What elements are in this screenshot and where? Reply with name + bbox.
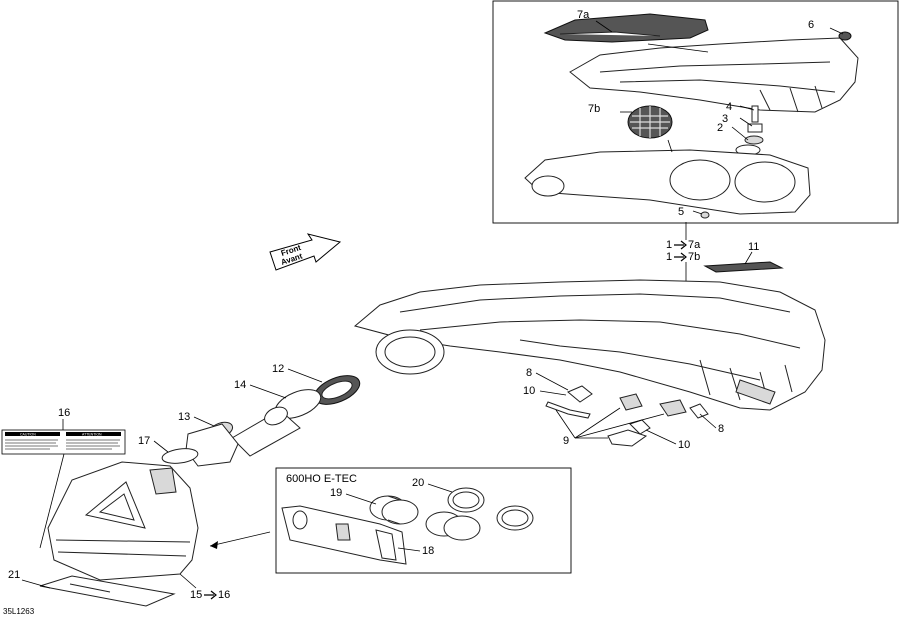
label-9: 9 bbox=[563, 435, 569, 447]
part-9-bracket-right bbox=[607, 399, 687, 447]
part-18-adapter-plate bbox=[281, 505, 407, 565]
label-17: 17 bbox=[138, 435, 150, 447]
svg-text:15: 15 bbox=[190, 589, 202, 601]
svg-text:16: 16 bbox=[218, 589, 230, 601]
label-7a: 7a bbox=[577, 9, 590, 21]
leaders-inset-bottom bbox=[345, 483, 453, 552]
label-12: 12 bbox=[272, 363, 284, 375]
part-17-ring bbox=[161, 448, 199, 464]
label-4: 4 bbox=[726, 101, 732, 113]
label-13: 13 bbox=[178, 411, 190, 423]
svg-text:7b: 7b bbox=[688, 251, 700, 263]
part-20-clamp-lower bbox=[496, 505, 534, 531]
ref-callout-15-16: 15 16 bbox=[190, 589, 230, 601]
svg-text:7a: 7a bbox=[688, 239, 701, 251]
lower-airbox-housing bbox=[524, 149, 811, 215]
upper-airbox-housing bbox=[569, 37, 859, 113]
air-duct-tube bbox=[231, 406, 301, 457]
label-21: 21 bbox=[8, 569, 20, 581]
label-14: 14 bbox=[234, 379, 246, 391]
inset-to-silencer-arrow bbox=[209, 531, 271, 549]
parts-2-3-4-fasteners bbox=[735, 105, 764, 156]
part-12-clamp-ring bbox=[313, 375, 361, 405]
ref-callout-1-7b: 1 7b bbox=[666, 251, 700, 263]
label-10-left: 10 bbox=[523, 385, 535, 397]
svg-text:1: 1 bbox=[666, 251, 672, 263]
part-19-coupler bbox=[369, 495, 419, 525]
leaders-duct bbox=[153, 368, 323, 453]
part-7b-filter bbox=[627, 105, 673, 139]
label-11: 11 bbox=[748, 241, 759, 253]
leaders-clamps bbox=[535, 372, 717, 445]
part-8-tie bbox=[689, 403, 709, 419]
label-8-right: 8 bbox=[718, 423, 724, 435]
label-10-right: 10 bbox=[678, 439, 690, 451]
label-7b: 7b bbox=[588, 103, 600, 115]
ref-callout-1-7a: 1 7a bbox=[666, 239, 701, 251]
label-18: 18 bbox=[422, 545, 434, 557]
svg-text:1: 1 bbox=[666, 239, 672, 251]
part-6-plug bbox=[838, 31, 852, 41]
part-16-silencer bbox=[47, 461, 199, 581]
label-20: 20 bbox=[412, 477, 424, 489]
main-airbox-assembly bbox=[353, 279, 826, 411]
part-9-bracket-left bbox=[545, 393, 643, 419]
inset-leader-lines bbox=[595, 20, 844, 215]
part-11-label-sticker bbox=[703, 261, 784, 273]
label-6: 6 bbox=[808, 19, 814, 31]
part-10-clip-left bbox=[567, 385, 593, 403]
svg-text:CAUTION: CAUTION bbox=[20, 433, 36, 437]
part-7a-cover bbox=[543, 13, 709, 43]
caution-label: CAUTION ATTENTION bbox=[1, 429, 126, 455]
svg-text:ATTENTION: ATTENTION bbox=[82, 433, 102, 437]
label-16: 16 bbox=[58, 407, 70, 419]
part-21-pad bbox=[39, 575, 176, 607]
inset-title: 600HO E-TEC bbox=[286, 473, 357, 485]
label-5: 5 bbox=[678, 206, 684, 218]
drawing-code: 35L1263 bbox=[3, 607, 35, 616]
ho-etec-inset-frame bbox=[275, 467, 572, 574]
label-19: 19 bbox=[330, 487, 342, 499]
front-direction-arrow: Front Avant bbox=[269, 233, 342, 271]
lower-coupler bbox=[425, 511, 481, 541]
label-8-top: 8 bbox=[526, 367, 532, 379]
part-20-clamp-upper bbox=[447, 487, 485, 513]
part-5-plug bbox=[700, 211, 710, 219]
label-3: 3 bbox=[722, 113, 728, 125]
detail-inset-frame bbox=[492, 0, 899, 224]
label-2: 2 bbox=[717, 122, 723, 134]
